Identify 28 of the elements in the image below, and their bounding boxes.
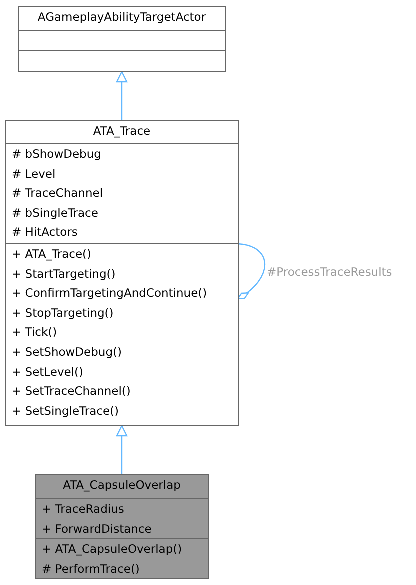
class-name: ATA_Trace — [93, 124, 151, 138]
inheritance-arrow — [116, 425, 128, 474]
member-text: + StopTargeting() — [12, 306, 114, 320]
member-text: # bSingleTrace — [12, 206, 98, 220]
member-text: + ATA_CapsuleOverlap() — [42, 542, 182, 556]
member-text: + SetShowDebug() — [12, 344, 122, 359]
class-box — [18, 6, 226, 72]
member-text: + ForwardDistance — [42, 522, 152, 536]
inheritance-arrow — [116, 71, 128, 120]
member-text: + Tick() — [12, 325, 58, 340]
member-text: # Level — [12, 166, 56, 181]
class-name: AGameplayAbilityTargetActor — [38, 10, 206, 24]
member-text: + TraceRadius — [42, 502, 124, 516]
class-name: ATA_CapsuleOverlap — [63, 478, 181, 492]
member-text: # TraceChannel — [12, 186, 104, 200]
member-text: + StartTargeting() — [12, 266, 116, 281]
member-text: + SetSingleTrace() — [12, 404, 120, 418]
member-text: # HitActors — [12, 225, 78, 240]
member-text: + SetLevel() — [12, 364, 84, 379]
member-text: # bShowDebug — [12, 147, 102, 161]
class-box — [35, 474, 209, 579]
class-box — [5, 120, 239, 426]
member-text: + ATA_Trace() — [12, 247, 92, 261]
member-text: + ConfirmTargetingAndContinue() — [12, 286, 208, 300]
member-text: # PerformTrace() — [42, 562, 140, 576]
edge-label: #ProcessTraceResults — [267, 264, 392, 278]
member-text: + SetTraceChannel() — [12, 384, 131, 398]
aggregation-connector — [237, 243, 266, 300]
